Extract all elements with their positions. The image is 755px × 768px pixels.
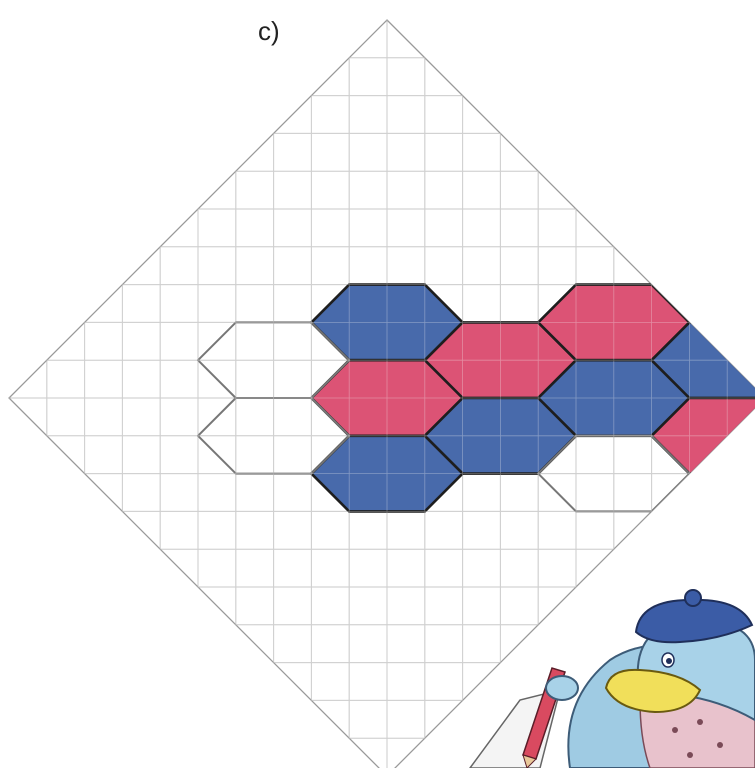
flipper-hand <box>546 676 578 700</box>
exercise-label: c) <box>258 16 280 46</box>
penguin-illustration <box>470 590 755 768</box>
